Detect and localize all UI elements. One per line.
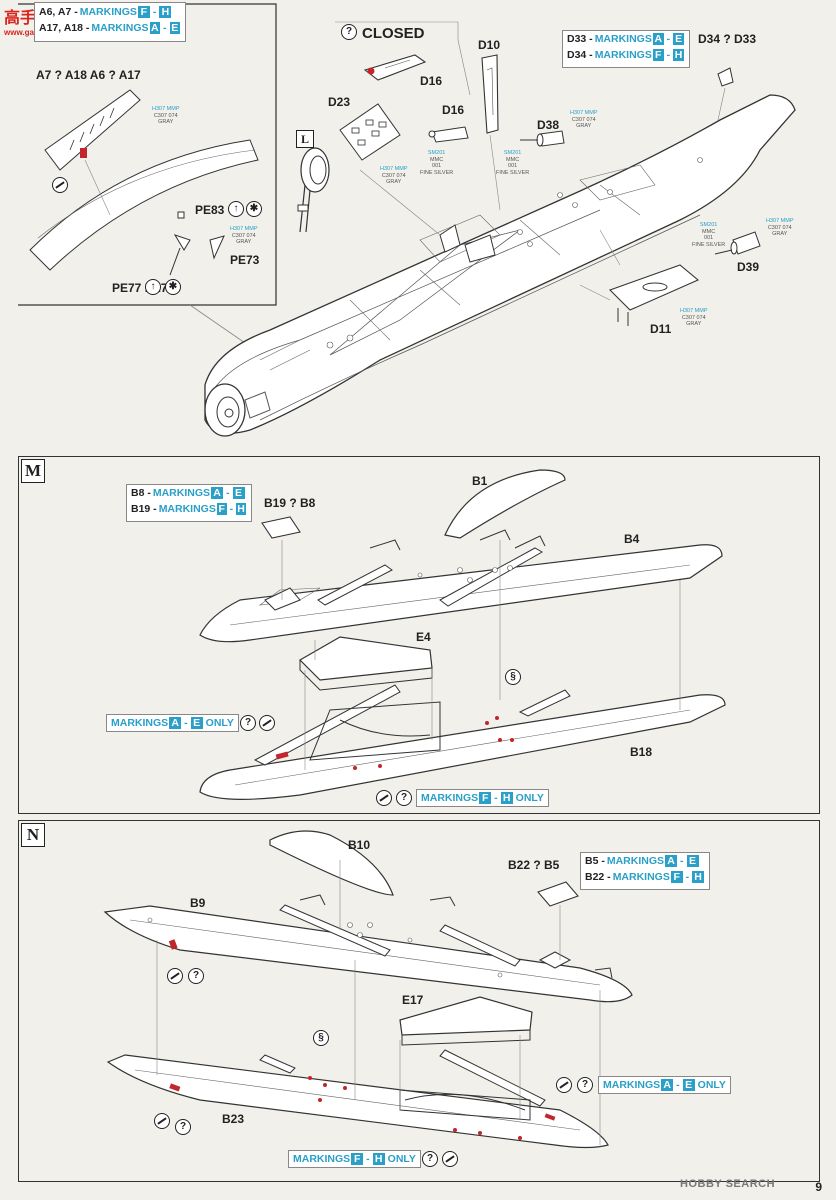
right-markings-box: D33 - MARKINGS A- E D34 - MARKINGS F- H	[562, 30, 690, 68]
step-n-only-bottom: MARKINGS F- H ONLY	[288, 1150, 421, 1168]
drill-hole-icon: §	[505, 669, 521, 685]
part-pe83: PE83	[195, 203, 225, 217]
step-m-only-bottom: MARKINGS F- H ONLY	[416, 789, 549, 807]
glue-icon	[259, 715, 275, 731]
bend-up-icon: ↑	[228, 201, 244, 217]
inset-marking-row: A17, A18 - MARKINGS A- E	[35, 20, 185, 36]
right-marking-row: D33 - MARKINGS A- E	[563, 31, 689, 47]
optional-icon: ?	[577, 1077, 593, 1093]
step-m-badge: M	[21, 459, 45, 483]
inset-markings-box: A6, A7 - MARKINGS F- H A17, A18 - MARKIN…	[34, 2, 186, 42]
paint-callout-gray: H307 MMP C307 074 GRAY	[152, 106, 180, 125]
part-b22-b5: B22 ? B5	[508, 858, 560, 872]
paint-callout-gray: H307 MMP C307 074 GRAY	[766, 218, 794, 237]
glue-icon	[167, 968, 183, 984]
part-b10: B10	[348, 838, 371, 852]
letter-l-box: L	[296, 130, 314, 148]
page-number: 9	[815, 1180, 822, 1194]
part-b1: B1	[472, 474, 488, 488]
paint-callout-silver: SM201 MMC 001 FINE SILVER	[496, 150, 530, 176]
drill-hole-icon: §	[313, 1030, 329, 1046]
right-marking-row: D34 - MARKINGS F- H	[563, 47, 689, 63]
top-section-drawing	[18, 3, 796, 437]
part-e4: E4	[416, 630, 431, 644]
paint-callout-gray: H307 MMP C307 074 GRAY	[570, 110, 598, 129]
step-m-only-left: MARKINGS A- E ONLY	[106, 714, 239, 732]
part-d11: D11	[650, 322, 672, 336]
step-n-markings-box: B5 - MARKINGS A- E B22 - MARKINGS F- H	[580, 852, 710, 890]
optional-icon: ?	[341, 24, 357, 40]
step-n-only-right: MARKINGS A- E ONLY	[598, 1076, 731, 1094]
step-n-badge: N	[21, 823, 45, 847]
part-b19-b8: B19 ? B8	[264, 496, 316, 510]
bend-down-icon: ✱	[165, 279, 181, 295]
step-m-marking-row: B19 - MARKINGS F- H	[127, 501, 251, 517]
part-d34-d33: D34 ? D33	[698, 32, 757, 46]
part-e17: E17	[402, 993, 424, 1007]
step-m-panel	[18, 456, 820, 814]
optional-icon: ?	[188, 968, 204, 984]
optional-icon: ?	[240, 715, 256, 731]
glue-icon	[556, 1077, 572, 1093]
part-b18: B18	[630, 745, 653, 759]
part-b9: B9	[190, 896, 206, 910]
paint-callout-gray: H307 MMP C307 074 GRAY	[380, 166, 408, 185]
part-d23: D23	[328, 95, 351, 109]
part-d39: D39	[737, 260, 760, 274]
bend-down-icon: ✱	[246, 201, 262, 217]
paint-callout-silver: SM201 MMC 001 FINE SILVER	[420, 150, 454, 176]
closed-label: CLOSED	[362, 25, 425, 42]
part-d16-closed: D16	[420, 74, 443, 88]
step-n-marking-row: B22 - MARKINGS F- H	[581, 869, 709, 885]
optional-icon: ?	[422, 1151, 438, 1167]
glue-icon	[376, 790, 392, 806]
inset-marking-row: A6, A7 - MARKINGS F- H	[35, 4, 185, 20]
step-n-marking-row: B5 - MARKINGS A- E	[581, 853, 709, 869]
part-b23: B23	[222, 1112, 245, 1126]
optional-icon: ?	[175, 1119, 191, 1135]
paint-callout-gray: H307 MMP C307 074 GRAY	[230, 226, 258, 245]
bend-up-icon: ↑	[145, 279, 161, 295]
part-d16: D16	[442, 103, 465, 117]
part-d10: D10	[478, 38, 501, 52]
optional-icon: ?	[396, 790, 412, 806]
step-m-marking-row: B8 - MARKINGS A- E	[127, 485, 251, 501]
inset-alternative-label: A7 ? A18 A6 ? A17	[36, 68, 141, 82]
paint-callout-gray: H307 MMP C307 074 GRAY	[680, 308, 708, 327]
glue-icon	[442, 1151, 458, 1167]
part-d38: D38	[537, 118, 560, 132]
watermark-bottom: HOBBY SEARCH	[680, 1178, 776, 1190]
paint-callout-silver: SM201 MMC 001 FINE SILVER	[692, 222, 726, 248]
step-m-markings-box: B8 - MARKINGS A- E B19 - MARKINGS F- H	[126, 484, 252, 522]
part-pe73: PE73	[230, 253, 260, 267]
glue-icon	[154, 1113, 170, 1129]
part-b4: B4	[624, 532, 640, 546]
step-n-panel	[18, 820, 820, 1182]
glue-icon	[52, 177, 68, 193]
